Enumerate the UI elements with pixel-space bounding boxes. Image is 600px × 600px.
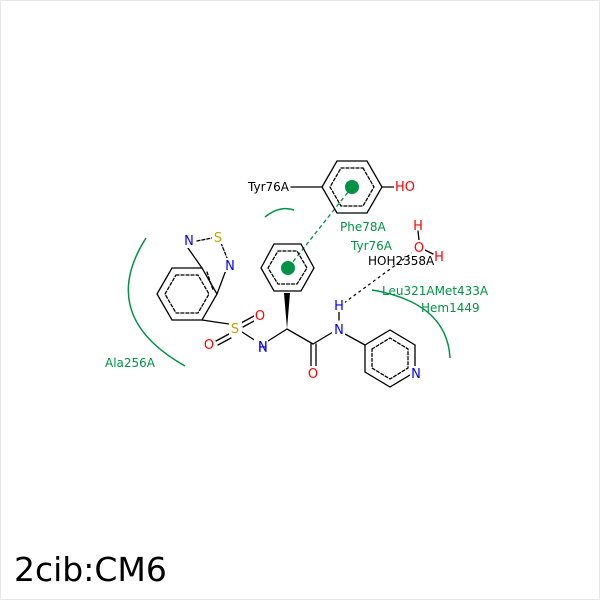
atom-h-water-1: H	[413, 219, 423, 234]
benzo-ring	[156, 267, 218, 321]
bonds	[156, 160, 434, 388]
ring-centroid-phenyl	[281, 261, 295, 275]
hbond-line	[343, 249, 417, 304]
atom-h-amide: H	[334, 299, 344, 314]
atom-n1: N	[184, 234, 194, 249]
atom-o-sulfonyl-2: O	[204, 338, 214, 353]
bond-c-s	[201, 319, 230, 325]
bond-s-o1	[240, 315, 255, 324]
atom-n-amide: N	[334, 323, 344, 338]
bond-c-n2	[216, 269, 227, 295]
atom-n-sulfonamide: N	[258, 340, 268, 355]
water-h2-bond	[424, 249, 434, 255]
bond-c-n	[312, 331, 334, 345]
tyr76-contact-arc	[264, 207, 295, 218]
structure-caption: 2cib:CM6	[14, 550, 167, 589]
bond-n-ca	[267, 328, 288, 342]
atom-s-ring: S	[214, 231, 222, 246]
residue-leu321-met433: Leu321AMet433A	[382, 284, 489, 298]
ring-centroid-tyr76	[345, 180, 359, 194]
atom-o-water: O	[414, 241, 424, 256]
pyridine-ring-aromatic	[371, 337, 409, 380]
residue-hem1449: Hem1449	[421, 301, 480, 315]
phenyl-ring-aromatic	[267, 250, 308, 285]
atom-h-sulfonamide: H	[258, 341, 268, 356]
bond-c-n1	[187, 247, 203, 269]
atom-n2: N	[225, 259, 235, 274]
thiadiazole-aromatic	[206, 271, 214, 291]
atom-o-carbonyl: O	[308, 367, 318, 382]
atom-n-pyridine: N	[411, 367, 421, 382]
bond-s-n	[241, 331, 257, 342]
bond-s-o2b	[217, 337, 232, 346]
atom-ho-tyr: HO	[395, 180, 415, 195]
ala256-contact-arc	[127, 237, 186, 367]
atom-o-sulfonyl-1: O	[255, 309, 265, 324]
residue-water: HOH2358A	[368, 254, 435, 268]
residue-ala256: Ala256A	[105, 356, 156, 370]
bond-s-o1b	[242, 319, 257, 328]
bond-ca-c	[286, 328, 314, 345]
atom-labels: N S N S O O N H O N H N HO H O H	[184, 180, 444, 382]
atom-s-sulfonyl: S	[231, 322, 239, 337]
hydrophobic-arcs	[127, 207, 451, 367]
benzo-ring-aromatic	[164, 274, 210, 314]
water-h1-bond	[417, 230, 420, 241]
bond-s-n2	[220, 242, 228, 259]
residue-tyr76: Tyr76A	[350, 239, 393, 253]
bond-n1-s	[196, 237, 213, 242]
tyr-ring-aromatic-b	[329, 167, 375, 207]
bond-n-pyridine	[344, 333, 366, 346]
residue-tyr76-backbone: Tyr76A	[247, 180, 290, 194]
residue-labels: Tyr76A Phe78A Tyr76A HOH2358A Leu321AMet…	[105, 180, 489, 370]
phenyl-ring	[260, 243, 315, 292]
residue-phe78: Phe78A	[340, 220, 386, 234]
atom-h-water-2: H	[434, 250, 444, 265]
bond-s-o2	[215, 333, 230, 342]
stereo-wedge	[284, 293, 290, 329]
leu-met-contact-arc	[371, 289, 451, 359]
label-backgrounds	[183, 179, 425, 380]
